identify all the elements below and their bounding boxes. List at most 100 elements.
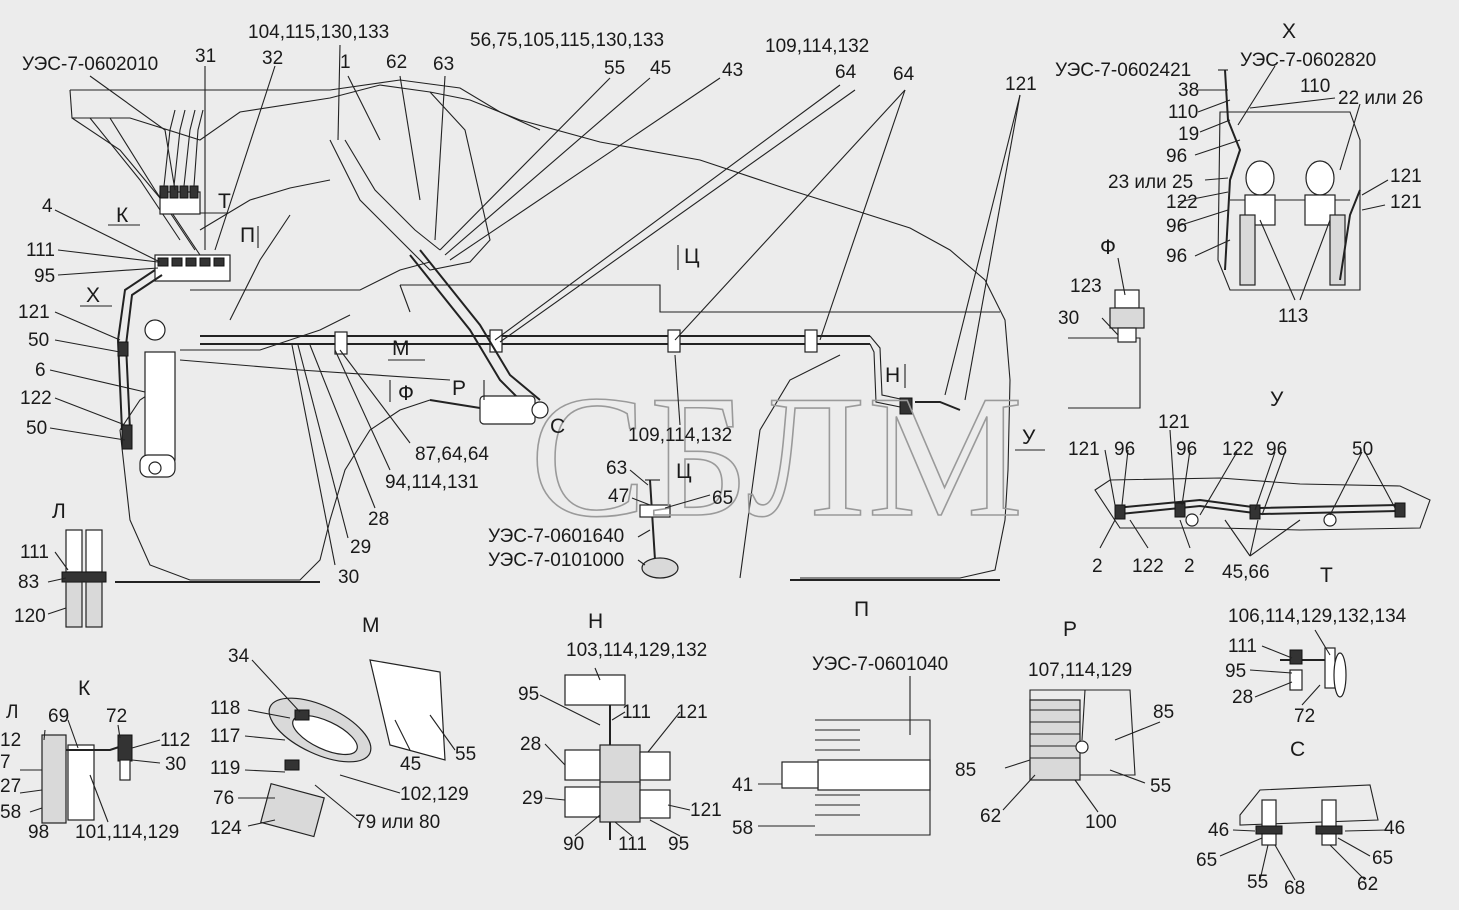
view-n-label-4: 28 xyxy=(520,734,541,755)
label-109-top: 109,114,132 xyxy=(765,36,869,57)
view-u-label-3: 96 xyxy=(1176,439,1197,460)
view-n-label-0: 103,114,129,132 xyxy=(566,640,707,661)
view-c-label-0: 46 xyxy=(1208,820,1229,841)
view-k-label-1: 69 xyxy=(48,706,69,727)
view-c-label-1: 46 xyxy=(1384,818,1405,839)
view-m-label-2: 117 xyxy=(210,726,240,747)
label-4: 4 xyxy=(42,196,53,217)
marker-k: К xyxy=(116,204,129,227)
view-x-label-7: 96 xyxy=(1166,146,1187,167)
label-109-mid: 109,114,132 xyxy=(628,425,732,446)
label-28: 28 xyxy=(368,509,389,530)
label-uec-0101000: УЭС-7-0101000 xyxy=(488,550,624,571)
view-k-label-6: 27 xyxy=(0,776,21,797)
view-k-label-0: Л xyxy=(6,702,18,723)
label-uec-0602010: УЭС-7-0602010 xyxy=(22,54,158,75)
view-u-label-0: 121 xyxy=(1068,439,1100,460)
label-47: 47 xyxy=(608,486,629,507)
label-94: 94,114,131 xyxy=(385,472,479,493)
view-f-label-1: 30 xyxy=(1058,308,1079,329)
marker-f: Ф xyxy=(398,382,414,405)
label-6: 6 xyxy=(35,360,46,381)
view-x-label-6: 22 или 26 xyxy=(1338,88,1423,109)
marker-p: П xyxy=(240,224,255,247)
view-u-label-4: 122 xyxy=(1222,439,1254,460)
label-121-top: 121 xyxy=(1005,74,1037,95)
view-u-geometry xyxy=(1094,477,1431,531)
view-t-label-1: 111 xyxy=(1228,636,1257,657)
view-p-label-2: 58 xyxy=(732,818,753,839)
view-leader-lines xyxy=(19,65,1396,881)
view-p-labels: П УЭС-7-0601040 41 58 xyxy=(732,598,948,839)
marker-n: Н xyxy=(885,364,900,387)
label-29: 29 xyxy=(350,537,371,558)
view-k-label-5: 7 xyxy=(0,752,11,773)
view-n-label-7: 90 xyxy=(563,834,584,855)
view-x-label-2: 38 xyxy=(1178,80,1199,101)
view-f-label-0: 123 xyxy=(1070,276,1102,297)
view-m-label-7: 55 xyxy=(455,744,476,765)
view-x-label-12: 121 xyxy=(1390,192,1422,213)
label-uec-0601640: УЭС-7-0601640 xyxy=(488,526,624,547)
view-x-label-11: 96 xyxy=(1166,216,1187,237)
view-x-label-13: 96 xyxy=(1166,246,1187,267)
view-x-label-5: 19 xyxy=(1178,124,1199,145)
view-x-label-1: УЭС-7-0602820 xyxy=(1240,50,1376,71)
view-n-label-8: 111 xyxy=(618,834,647,855)
marker-t: Т xyxy=(218,190,231,213)
view-x-label-9: 122 xyxy=(1166,192,1198,213)
view-u-label-6: 50 xyxy=(1352,439,1373,460)
label-50-b: 50 xyxy=(26,418,47,439)
view-t-label-0: 106,114,129,132,134 xyxy=(1228,606,1407,627)
marker-x: Х xyxy=(86,284,100,307)
view-n-label-2: 111 xyxy=(622,702,651,723)
view-x-label-4: 110 xyxy=(1300,76,1330,97)
label-62: 62 xyxy=(386,52,407,73)
marker-r: Р xyxy=(452,377,466,400)
view-u-labels: У 121 96 121 96 122 96 50 2 122 2 45,66 xyxy=(1068,388,1373,583)
view-n-label-3: 121 xyxy=(676,702,708,723)
view-k-label-8: 58 xyxy=(0,802,21,823)
label-64-a: 64 xyxy=(835,62,857,83)
label-121-left: 121 xyxy=(18,302,50,323)
view-u-label-7: 2 xyxy=(1092,556,1103,577)
marker-ts: Ц xyxy=(684,245,700,268)
view-t-title: Т xyxy=(1320,564,1333,587)
view-p-label-1: 41 xyxy=(732,775,753,796)
view-c-labels: С 46 46 65 65 55 68 62 xyxy=(1196,738,1405,899)
view-n-label-9: 95 xyxy=(668,834,689,855)
view-c-label-2: 65 xyxy=(1196,850,1217,871)
view-k-labels: К Л 69 72 12 112 7 27 30 58 98 101,114,1… xyxy=(0,677,190,843)
leader-lines xyxy=(49,44,1021,566)
view-k-label-9: 98 xyxy=(28,822,49,843)
label-63-b: 63 xyxy=(606,458,627,479)
view-l-title: Л xyxy=(52,500,66,523)
view-m-label-1: 118 xyxy=(210,698,240,719)
view-c-label-3: 65 xyxy=(1372,848,1393,869)
label-104: 104,115,130,133 xyxy=(248,22,389,43)
label-c: С xyxy=(550,415,565,438)
view-c-label-6: 62 xyxy=(1357,874,1378,895)
view-c-geometry xyxy=(1239,784,1379,846)
view-c-label-5: 68 xyxy=(1284,878,1305,899)
view-l-label-1: 83 xyxy=(18,572,39,593)
view-r-label-5: 100 xyxy=(1085,812,1117,833)
view-k-label-7: 30 xyxy=(165,754,186,775)
label-95: 95 xyxy=(34,266,55,287)
view-u-label-8: 122 xyxy=(1132,556,1164,577)
view-t-label-2: 95 xyxy=(1225,661,1246,682)
label-45: 45 xyxy=(650,58,671,79)
view-k-geometry xyxy=(41,734,133,824)
watermark: СБЛМ xyxy=(530,359,1025,553)
view-t-label-4: 72 xyxy=(1294,706,1315,727)
view-n-label-6: 121 xyxy=(690,800,722,821)
label-30: 30 xyxy=(338,567,359,588)
view-u-label-9: 2 xyxy=(1184,556,1195,577)
view-m-label-4: 76 xyxy=(213,788,234,809)
view-m-title: М xyxy=(362,614,380,637)
view-c-title: С xyxy=(1290,738,1305,761)
view-p-label-0: УЭС-7-0601040 xyxy=(812,654,948,675)
main-view xyxy=(69,79,1011,583)
view-x-geometry xyxy=(1217,69,1361,291)
view-t-geometry xyxy=(1280,647,1347,698)
